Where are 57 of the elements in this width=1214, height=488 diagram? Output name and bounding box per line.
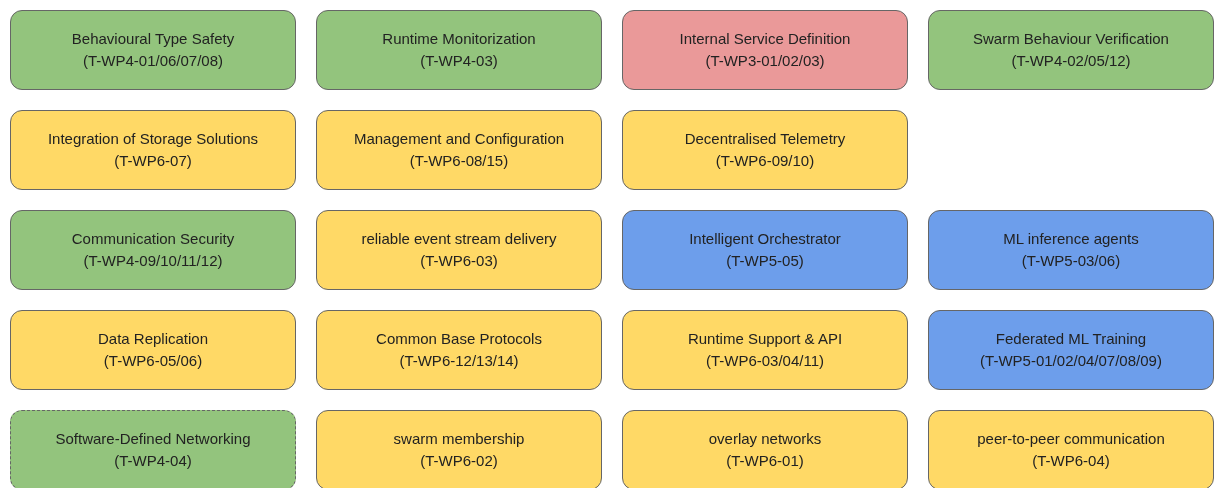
box-title: Runtime Monitorization [382, 29, 536, 49]
rounded-box [10, 410, 296, 488]
rounded-box [622, 210, 908, 290]
rounded-box [316, 10, 602, 90]
rounded-box [10, 310, 296, 390]
box-title: Common Base Protocols [376, 329, 542, 349]
box-code: (T-WP6-05/06) [103, 351, 203, 371]
box-code: (T-WP4-01/06/07/08) [82, 51, 224, 71]
rounded-box [10, 110, 296, 190]
box-title: Data Replication [97, 329, 209, 349]
box-code: (T-WP6-08/15) [409, 151, 509, 171]
box-title: reliable event stream delivery [361, 229, 557, 249]
rounded-box [622, 10, 908, 90]
rounded-box [622, 410, 908, 488]
box-code: (T-WP6-07) [114, 151, 192, 171]
rounded-box [316, 110, 602, 190]
box-title: Software-Defined Networking [55, 429, 251, 449]
box-code: (T-WP6-09/10) [715, 151, 815, 171]
rounded-box [10, 210, 296, 290]
box-code: (T-WP6-03) [420, 251, 498, 271]
box-title: Federated ML Training [995, 329, 1147, 349]
rounded-box [316, 210, 602, 290]
box-code: (T-WP5-05) [726, 251, 804, 271]
box-title: Internal Service Definition [679, 29, 851, 49]
rounded-box [622, 310, 908, 390]
box-code: (T-WP4-03) [420, 51, 498, 71]
box-title: Swarm Behaviour Verification [973, 29, 1169, 49]
box-code: (T-WP6-12/13/14) [399, 351, 519, 371]
box-title: Behavioural Type Safety [71, 29, 235, 49]
box-code: (T-WP4-02/05/12) [1011, 51, 1131, 71]
box-code: (T-WP5-01/02/04/07/08/09) [980, 351, 1162, 371]
box-code: (T-WP4-04) [114, 451, 192, 471]
box-title: peer-to-peer communication [977, 429, 1165, 449]
box-title: Management and Configuration [353, 129, 565, 149]
rounded-box [928, 410, 1214, 488]
box-title: ML inference agents [1003, 229, 1139, 249]
box-title: Runtime Support & API [687, 329, 843, 349]
box-code: (T-WP6-04) [1032, 451, 1110, 471]
rounded-box [928, 10, 1214, 90]
rounded-box [928, 310, 1214, 390]
rounded-box [316, 410, 602, 488]
box-code: (T-WP5-03/06) [1021, 251, 1121, 271]
rounded-box [10, 10, 296, 90]
box-title: Intelligent Orchestrator [689, 229, 841, 249]
box-title: Integration of Storage Solutions [47, 129, 259, 149]
box-code: (T-WP6-02) [420, 451, 498, 471]
rounded-box [316, 310, 602, 390]
rounded-box [622, 110, 908, 190]
box-title: swarm membership [393, 429, 525, 449]
box-code: (T-WP4-09/10/11/12) [83, 251, 223, 271]
box-title: Decentralised Telemetry [684, 129, 846, 149]
box-code: (T-WP6-01) [726, 451, 804, 471]
rounded-box [928, 210, 1214, 290]
box-title: Communication Security [71, 229, 235, 249]
box-title: overlay networks [708, 429, 822, 449]
box-code: (T-WP3-01/02/03) [705, 51, 825, 71]
box-code: (T-WP6-03/04/11) [705, 351, 825, 371]
